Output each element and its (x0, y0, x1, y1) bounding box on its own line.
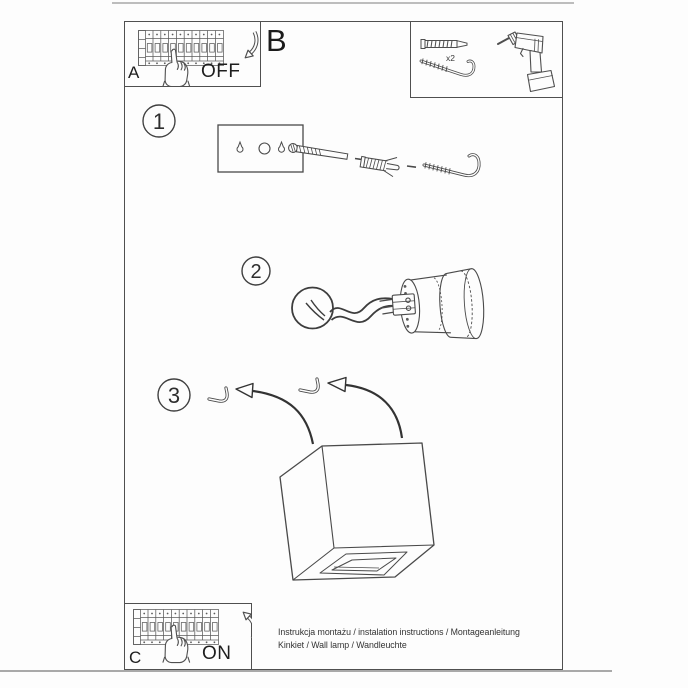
wall-anchor-icon (420, 39, 468, 49)
panel-c-label: C (129, 648, 142, 667)
footer-line-1: Instrukcja montażu / instalation instruc… (278, 627, 520, 637)
page-bottom-edge-line (0, 670, 612, 672)
panel-a-label: A (128, 63, 140, 82)
hook-screw-icon (419, 58, 476, 77)
panel-a-state-off: OFF (201, 61, 241, 82)
footer-line-2: Kinkiet / Wall lamp / Wandleuchte (278, 640, 407, 650)
step2-number: 2 (250, 261, 262, 283)
step1-number: 1 (152, 109, 166, 134)
power-on-panel: C ON (124, 603, 252, 670)
step3-number: 3 (167, 383, 181, 408)
power-off-panel: A OFF (124, 21, 261, 87)
required-tools-box: x2 (410, 21, 563, 98)
diagram-frame (124, 21, 563, 670)
section-label: B (266, 23, 287, 58)
panel-c-state-on: ON (202, 643, 232, 664)
page-top-edge-line (112, 2, 574, 4)
cordless-drill-icon (497, 31, 556, 93)
anchor-quantity: x2 (446, 53, 455, 63)
